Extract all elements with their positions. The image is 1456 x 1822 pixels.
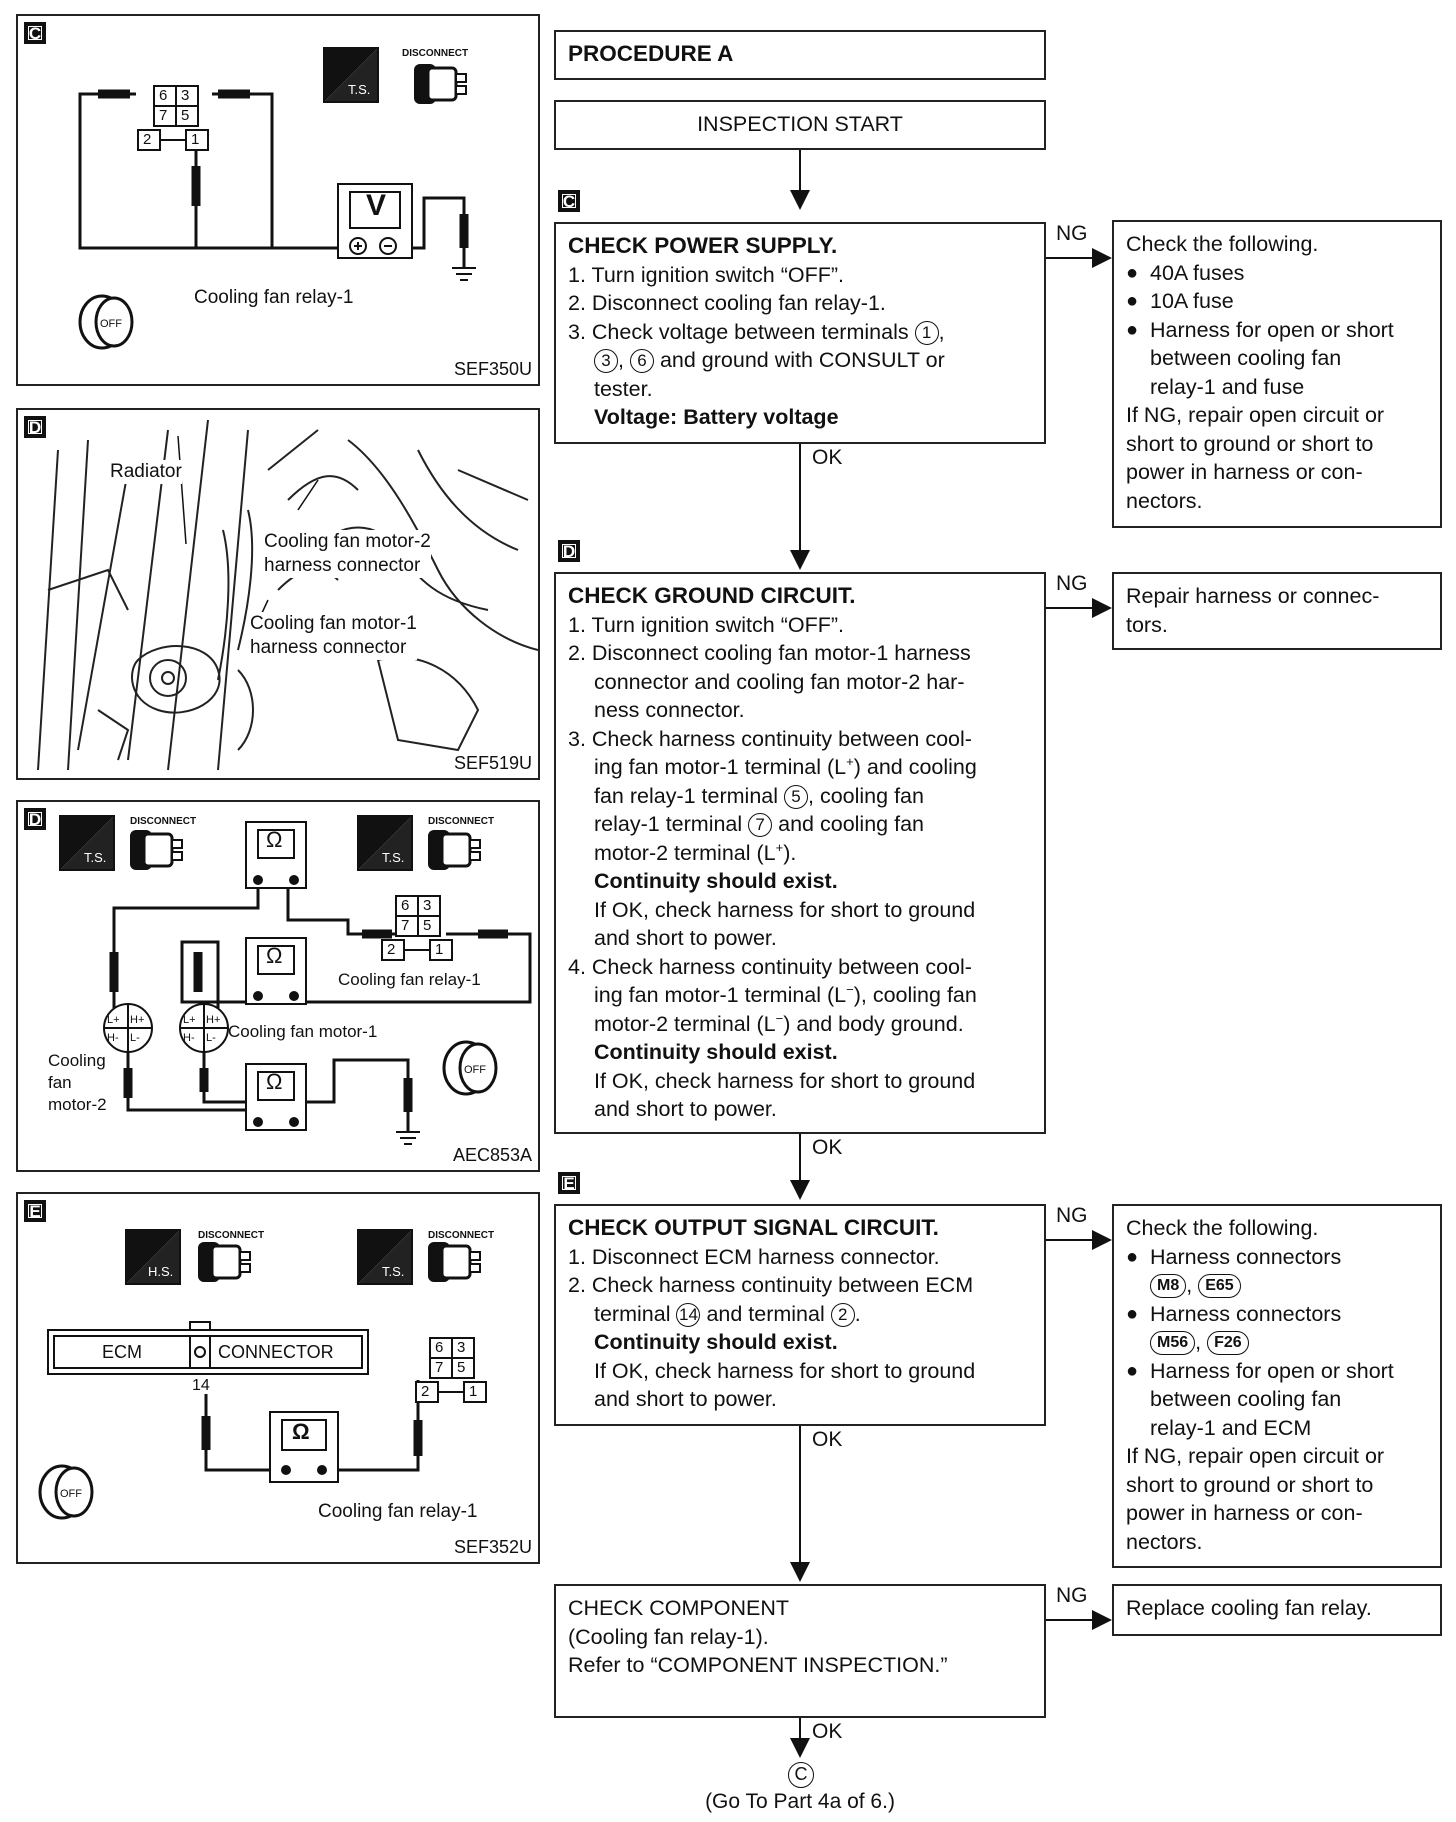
end-connector-symbol: C [788,1762,814,1788]
check-ground-circuit-box: CHECK GROUND CIRCUIT. 1. Turn ignition s… [554,572,1046,1134]
motor1-label: Cooling fan motor-1 [228,1022,378,1041]
inspection-start: INSPECTION START [554,100,1046,150]
ohm-meter-3: Ω [266,1069,283,1094]
step-tag-c: C [558,190,580,212]
connector-label: CONNECTOR [218,1342,334,1362]
ok-label-component: OK [812,1720,843,1743]
relay-label: Cooling fan relay-1 [338,970,481,989]
check-component-box: CHECK COMPONENT (Cooling fan relay-1). R… [554,1584,1046,1718]
ng-label-component: NG [1056,1584,1088,1607]
disconnect-label-2: DISCONNECT [428,816,495,827]
radiator-label: Radiator [110,460,182,484]
relay-label: Cooling fan relay-1 [194,287,354,308]
ecm-pin-label: 14 [192,1377,210,1394]
panel-tag-d-circuit: D [24,808,46,830]
off-key-label: OFF [464,1064,486,1076]
panel-tag-c: C [24,22,46,44]
disconnect-label-1: DISCONNECT [130,816,197,827]
ts-label-2: T.S. [382,850,405,865]
panel-power-supply-diagram: C V T.S. DISCONNECT OFF 6 3 7 5 2 1 Cool… [16,14,540,386]
ng-label-e: NG [1056,1204,1088,1227]
off-key-label: OFF [60,1488,82,1500]
go-to-part-text: (Go To Part 4a of 6.) [705,1790,895,1813]
ecm-label: ECM [102,1342,142,1362]
ts-label: T.S. [382,1264,405,1279]
relay-label: Cooling fan relay-1 [318,1501,478,1522]
off-key-label: OFF [100,318,122,330]
disconnect-label-2: DISCONNECT [428,1230,495,1241]
figure-code: SEF519U [453,753,532,774]
ground-circuit-wiring [59,815,532,1145]
power-supply-wiring [78,47,476,350]
check-component-ng-box: Replace cooling fan relay. [1112,1584,1442,1636]
check-output-signal-box: CHECK OUTPUT SIGNAL CIRCUIT. 1. Disconne… [554,1204,1046,1426]
ohm-meter-1: Ω [266,827,283,852]
figure-code: SEF352U [453,1537,532,1557]
ohm-meter: Ω [292,1419,310,1444]
procedure-title: PROCEDURE A [554,30,1046,80]
figure-code: SEF350U [453,359,532,379]
check-ground-circuit-ng-box: Repair harness or connec- tors. [1112,572,1442,650]
figure-code: AEC853A [452,1145,532,1165]
disconnect-label-1: DISCONNECT [198,1230,265,1241]
ok-label-e: OK [812,1428,843,1451]
check-power-supply-ng-box: Check the following. 40A fuses 10A fuse … [1112,220,1442,528]
ng-label-c: NG [1056,222,1088,245]
check-output-signal-ng-box: Check the following. Harness connectorsM… [1112,1204,1442,1568]
ohm-meter-2: Ω [266,943,283,968]
hs-label: H.S. [148,1264,174,1279]
engine-bay-illustration [37,419,538,771]
output-signal-wiring [38,1229,487,1520]
ng-label-d: NG [1056,572,1088,595]
disconnect-label: DISCONNECT [402,48,469,59]
ts-label-1: T.S. [84,850,107,865]
panel-ground-circuit-diagram: D Ω Ω Ω T.S. T.S. DISCONNECT DISCONNECT … [16,800,540,1172]
meter-v-label: V [366,189,387,222]
panel-output-signal-diagram: E ECM CONNECTOR 14 Ω H.S. T.S. DISCONNEC… [16,1192,540,1564]
step-tag-d: D [558,540,580,562]
ts-label: T.S. [348,82,371,97]
panel-tag-e: E [24,1200,46,1222]
check-power-supply-box: CHECK POWER SUPPLY. 1. Turn ignition swi… [554,222,1046,444]
panel-tag-d-photo: D [24,416,46,438]
step-tag-e: E [558,1172,580,1194]
ok-label-d: OK [812,1136,843,1159]
ok-label-c: OK [812,446,843,469]
